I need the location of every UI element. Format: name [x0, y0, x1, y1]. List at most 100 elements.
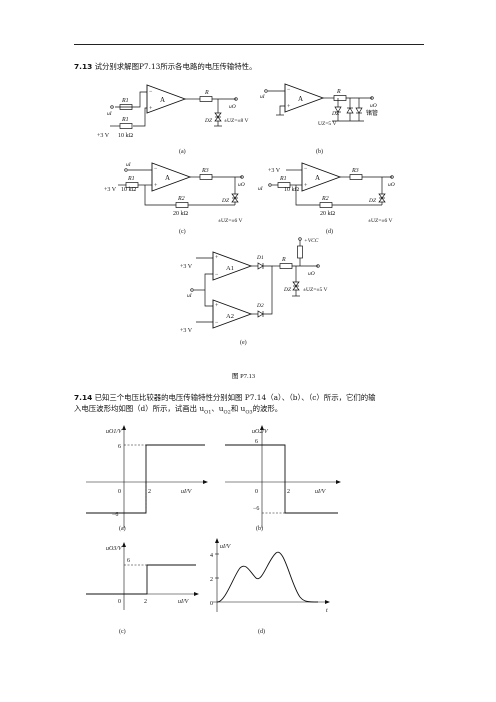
circuit-b: A − + uI R uO	[260, 83, 378, 155]
svg-text:+: +	[154, 183, 158, 189]
zener-voltage: ±UZ=±6 V	[218, 218, 242, 224]
inverting-sign: −	[149, 89, 153, 95]
opamp-a1	[212, 251, 253, 281]
r2-label: R2	[321, 196, 329, 202]
y-tick-0: 0	[210, 601, 213, 607]
transfer-curve	[225, 444, 338, 514]
y-tick-4: 4	[210, 553, 213, 559]
resistance-value: 10 kΩ	[118, 133, 134, 139]
circuit-c: A − + uI R1 +3 V 10 kΩ R2 20 kΩ R3 uO	[104, 162, 245, 235]
x-axis-label: uI/V	[315, 489, 327, 495]
opamp-label: A	[160, 96, 165, 104]
threshold-tick: 2	[287, 489, 290, 495]
y-axis-label: uO3/V	[106, 546, 123, 552]
circuit-a: A − + R uO DZ ±UZ=±8 V R1	[97, 84, 248, 155]
a1-reference: +3 V	[180, 264, 193, 270]
resistor-r3	[349, 174, 363, 180]
transfer-plot-b: uO2/V 6 −6 0 2 uI/V (b)	[225, 425, 341, 532]
header-rule	[74, 44, 424, 45]
input-waveform-plot: uI/V 0 2 4 t (d)	[210, 538, 330, 635]
y-low-tick: −6	[253, 506, 259, 512]
input-waveform	[216, 551, 319, 603]
zener-label: DZ	[283, 287, 292, 293]
origin-label: 0	[118, 489, 121, 495]
opamp-symbol	[301, 162, 342, 192]
vcc-label: +VCC	[304, 238, 319, 244]
r1b-label: R1	[121, 117, 129, 123]
output-label: uO	[229, 104, 236, 110]
subfigure-label: (d)	[258, 628, 265, 635]
zener-label: DZ	[368, 198, 377, 204]
problem-number: 7.13	[74, 62, 93, 71]
problem-7-14: 7.14 已知三个电压比较器的电压传输特性分别如图 P7.14（a）、（b）、（…	[74, 393, 376, 417]
subfigure-label: (d)	[326, 228, 333, 235]
noninverting-sign: +	[149, 106, 153, 112]
x-axis-label: uI/V	[181, 489, 193, 495]
y-axis-label: uO2/V	[252, 429, 269, 435]
r1-label: R1	[279, 176, 287, 182]
input-label: uI	[107, 111, 113, 117]
a2-reference: +3 V	[180, 328, 193, 334]
subfigure-label: (c)	[119, 628, 126, 635]
transfer-curve	[86, 444, 205, 514]
output-label: uO	[388, 182, 395, 188]
resistor-r	[333, 95, 347, 101]
zener-label: DZ	[204, 118, 213, 124]
resistor-r1b	[119, 123, 133, 129]
opamp-symbol	[151, 162, 192, 192]
r1-label: R1	[127, 176, 135, 182]
svg-text:+: +	[304, 183, 308, 189]
svg-text:−: −	[215, 320, 219, 326]
opamp-symbol	[284, 83, 325, 113]
zener-label: DZ	[221, 198, 230, 204]
a1-label: A1	[226, 265, 234, 272]
zener-voltage: ±UZ=±8 V	[224, 118, 248, 124]
subfigure-label: (b)	[316, 148, 323, 155]
x-axis-label: uI/V	[178, 599, 190, 605]
svg-text:+: +	[215, 255, 219, 261]
a2-label: A2	[226, 313, 234, 320]
resistor-r-label: R	[281, 257, 286, 263]
x-axis-label: t	[326, 608, 328, 614]
d1-label: D1	[256, 255, 264, 261]
y-high-tick: 6	[127, 558, 130, 564]
subfigure-label: (a)	[119, 525, 126, 532]
opamp-label: A	[165, 174, 170, 182]
r3-label: R3	[351, 168, 359, 174]
zener-label: DZ	[331, 111, 340, 117]
svg-text:+: +	[287, 104, 291, 110]
problem-text: 试分别求解图P7.13所示各电路的电压传输特性。	[94, 62, 257, 71]
threshold-tick: 2	[148, 489, 151, 495]
y-axis-label: uO1/V	[106, 429, 123, 435]
resistor-r2	[319, 202, 333, 208]
r1-value: 10 kΩ	[284, 187, 300, 193]
problem-number: 7.14	[74, 393, 93, 402]
svg-text:−: −	[304, 166, 308, 172]
y-low-tick: −6	[112, 512, 118, 518]
r1a-label: R1	[121, 98, 129, 104]
input-label: uI	[260, 94, 266, 100]
y-axis-label: uI/V	[220, 544, 232, 550]
resistor-r	[199, 96, 213, 102]
resistor-r2	[175, 202, 189, 208]
input-label: uI	[187, 293, 193, 299]
resistor-r3	[199, 174, 213, 180]
resistor-r-label: R	[204, 90, 209, 96]
subfigure-label: (c)	[179, 228, 186, 235]
output-label: uO	[238, 182, 245, 188]
subfigure-label: (a)	[179, 148, 186, 155]
r3-label: R3	[201, 168, 209, 174]
y-high-tick: 6	[255, 439, 258, 445]
circuit-e: A1 + − A2 + − +3 V +3 V uI D1 D2	[180, 237, 327, 346]
transfer-plot-c: uO3/V 6 0 2 uI/V (c)	[86, 542, 199, 635]
zener-voltage: UZ=5 V	[318, 121, 336, 127]
r1-value: 10 kΩ	[121, 187, 137, 193]
d2-label: D2	[256, 303, 264, 309]
origin-label: 0	[118, 599, 121, 605]
zener-voltage: ±UZ=±5 V	[303, 287, 327, 293]
supply-label: +3 V	[268, 168, 281, 174]
supply-label: +3 V	[97, 133, 110, 139]
transfer-curve	[86, 564, 196, 595]
